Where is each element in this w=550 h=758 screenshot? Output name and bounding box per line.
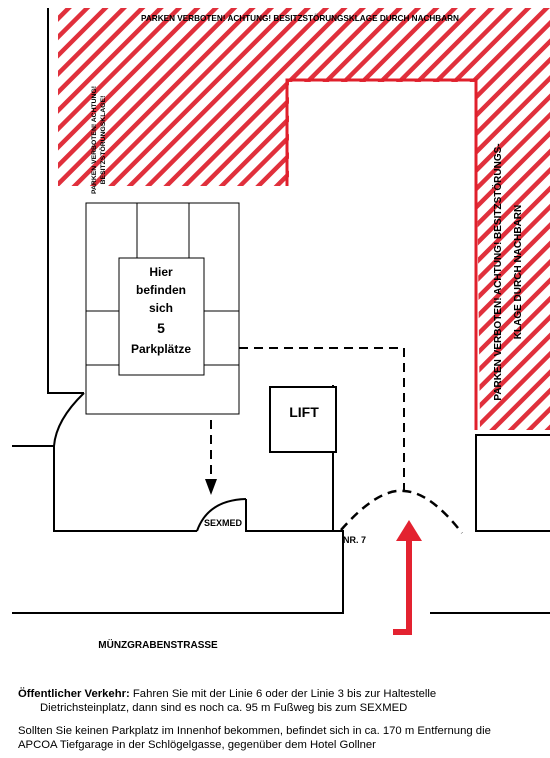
red-boundary-line <box>285 78 478 430</box>
building-edge <box>12 530 344 614</box>
dashed-arrow-head <box>205 479 217 495</box>
dashed-arc <box>340 489 463 534</box>
parking-info-box <box>118 257 205 376</box>
parking-box-line-5: Parkplätze <box>131 342 191 356</box>
no-parking-zone <box>48 8 550 430</box>
left-door-arc <box>53 392 85 447</box>
parking-grid <box>85 202 240 415</box>
inner-building-outline <box>12 445 197 532</box>
sexmed-door-arc <box>196 498 247 532</box>
sexmed-wall <box>245 385 334 532</box>
right-building-outline <box>475 434 550 532</box>
lift-box <box>269 386 337 453</box>
parking-box-line-2: befinden <box>136 283 186 297</box>
parking-alternative-line-1: Sollten Sie keinen Parkplatz im Innenhof… <box>18 725 491 737</box>
site-plan: PARKEN VERBOTEN! ACHTUNG! BESITZSTÖRUNGS… <box>12 8 550 651</box>
public-transport-text-a: Fahren Sie mit der Linie 6 oder der Lini… <box>129 688 437 700</box>
public-transport-text-b: Dietrichsteinplatz, dann sind es noch ca… <box>40 702 408 714</box>
right-warning-label-1: PARKEN VERBOTEN! ACHTUNG! BESITZSTÖRUNGS… <box>491 143 504 400</box>
nr7-label: NR. 7 <box>343 535 366 545</box>
public-transport-info: Öffentlicher Verkehr: Fahren Sie mit der… <box>18 687 543 715</box>
public-transport-heading: Öffentlicher Verkehr: <box>18 688 130 700</box>
right-warning-label-2: KLAGE DURCH NACHBARN <box>513 205 524 339</box>
dashed-route <box>239 347 405 492</box>
street-label: MÜNZGRABENSTRASSE <box>98 638 218 651</box>
parking-alternative-info: Sollten Sie keinen Parkplatz im Innenhof… <box>18 724 543 752</box>
left-warning-label-1: PARKEN VERBOTEN! ACHTUNG! <box>91 86 98 194</box>
parking-alternative-line-2: APCOA Tiefgarage in der Schlögelgasse, g… <box>18 739 376 751</box>
parking-box-line-3: sich <box>149 301 173 315</box>
red-entrance-arrow-icon <box>393 520 422 635</box>
left-warning-label-2: BESITZSTÖRUNGSKLAGE! <box>98 96 107 185</box>
top-warning-label: PARKEN VERBOTEN! ACHTUNG! BESITZSTÖRUNGS… <box>141 13 459 23</box>
left-wall <box>47 8 84 394</box>
sexmed-label: SEXMED <box>204 518 243 528</box>
lift-label: LIFT <box>289 404 319 420</box>
parking-box-count: 5 <box>157 320 165 336</box>
parking-box-line-1: Hier <box>149 265 173 279</box>
